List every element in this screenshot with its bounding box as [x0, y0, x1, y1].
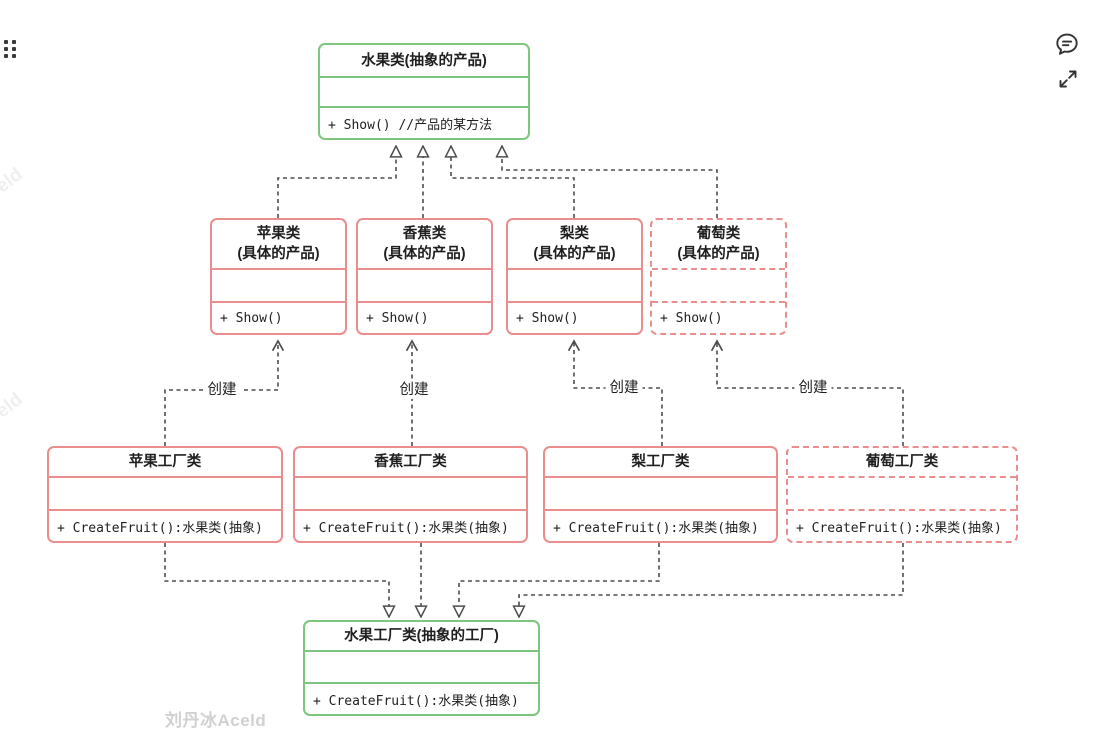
method-label: + Show()	[516, 310, 579, 326]
class-box-grape-factory: 葡萄工厂类 + CreateFruit():水果类(抽象)	[786, 446, 1018, 543]
edge-grape-factory-inherits	[519, 543, 904, 617]
class-box-grape-product: 葡萄类 (具体的产品) + Show()	[650, 218, 787, 335]
edge-apple-factory-inherits	[164, 543, 389, 617]
attributes-compartment	[508, 268, 641, 303]
class-title: 苹果工厂类	[128, 454, 202, 470]
attributes-compartment	[212, 268, 345, 303]
edge-label-create: 创建	[395, 381, 433, 399]
speech-bubble-icon	[1056, 33, 1078, 55]
edge-grape-inherits-fruit	[502, 146, 718, 218]
method-label: + Show() //产品的某方法	[328, 117, 493, 133]
method-label: + Show()	[220, 310, 283, 326]
edge-apple-inherits-fruit	[277, 146, 396, 218]
class-box-banana-product: 香蕉类 (具体的产品) + Show()	[356, 218, 493, 335]
attributes-compartment	[788, 476, 1016, 511]
class-box-apple-product: 苹果类 (具体的产品) + Show()	[210, 218, 347, 335]
watermark-author: 刘丹冰Aceld	[165, 711, 267, 730]
fullscreen-expand-icon	[1059, 70, 1077, 88]
class-title: 香蕉类 (具体的产品)	[383, 226, 466, 262]
method-label: + CreateFruit():水果类(抽象)	[303, 520, 509, 536]
attributes-compartment	[545, 476, 776, 511]
class-title: 水果类(抽象的产品)	[361, 52, 487, 69]
method-label: + CreateFruit():水果类(抽象)	[796, 520, 1002, 536]
edge-pear-inherits-fruit	[451, 146, 575, 218]
class-title: 梨工厂类	[631, 454, 690, 470]
attributes-compartment	[652, 268, 785, 303]
class-box-apple-factory: 苹果工厂类 + CreateFruit():水果类(抽象)	[47, 446, 283, 543]
class-title: 葡萄类 (具体的产品)	[677, 226, 760, 262]
class-title: 葡萄工厂类	[865, 454, 939, 470]
class-box-pear-factory: 梨工厂类 + CreateFruit():水果类(抽象)	[543, 446, 778, 543]
class-title: 梨类 (具体的产品)	[533, 226, 616, 262]
edge-label-create: 创建	[203, 381, 241, 399]
class-box-abstract-factory: 水果工厂类(抽象的工厂) + CreateFruit():水果类(抽象)	[303, 620, 540, 716]
attributes-compartment	[305, 650, 538, 684]
class-title: 香蕉工厂类	[374, 454, 447, 470]
class-title: 水果工厂类(抽象的工厂)	[344, 628, 499, 644]
attributes-compartment	[320, 76, 528, 108]
class-box-banana-factory: 香蕉工厂类 + CreateFruit():水果类(抽象)	[293, 446, 528, 543]
attributes-compartment	[358, 268, 491, 303]
class-box-pear-product: 梨类 (具体的产品) + Show()	[506, 218, 643, 335]
edge-label-create: 创建	[605, 379, 643, 397]
method-label: + Show()	[366, 310, 429, 326]
drag-handle-icon[interactable]	[4, 40, 16, 58]
method-label: + CreateFruit():水果类(抽象)	[57, 520, 263, 536]
expand-button[interactable]	[1056, 67, 1080, 91]
comment-button[interactable]	[1053, 30, 1081, 58]
method-label: + CreateFruit():水果类(抽象)	[553, 520, 759, 536]
method-label: + CreateFruit():水果类(抽象)	[313, 693, 519, 709]
class-box-abstract-product: 水果类(抽象的产品) + Show() //产品的某方法	[318, 43, 530, 140]
edge-label-create: 创建	[794, 379, 832, 397]
method-label: + Show()	[660, 310, 723, 326]
attributes-compartment	[49, 476, 281, 511]
edge-pear-factory-inherits	[459, 543, 660, 617]
attributes-compartment	[295, 476, 526, 511]
class-title: 苹果类 (具体的产品)	[237, 226, 320, 262]
